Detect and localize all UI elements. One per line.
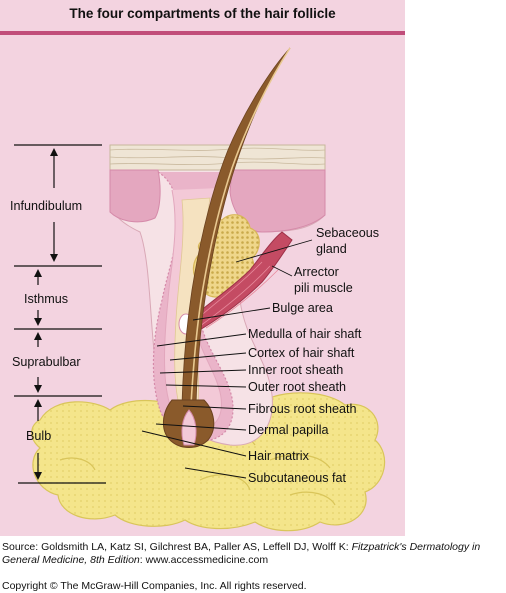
- label-cortex: Cortex of hair shaft: [248, 346, 355, 360]
- compartment-arrowheads: [34, 148, 58, 480]
- label-dermal-papilla: Dermal papilla: [248, 423, 329, 437]
- label-subcutaneous-fat: Subcutaneous fat: [248, 471, 347, 485]
- label-bulge-area: Bulge area: [272, 301, 333, 315]
- source-citation: Source: Goldsmith LA, Katz SI, Gilchrest…: [2, 541, 502, 567]
- label-sebaceous-2: gland: [316, 242, 347, 256]
- source-url: : www.accessmedicine.com: [139, 554, 269, 566]
- figure-title: The four compartments of the hair follic…: [69, 6, 336, 21]
- hair-shaft: [163, 47, 291, 448]
- label-isthmus: Isthmus: [24, 292, 69, 306]
- label-fibrous-root-sheath: Fibrous root sheath: [248, 402, 357, 416]
- label-suprabulbar: Suprabulbar: [12, 355, 81, 369]
- copyright: Copyright © The McGraw-Hill Companies, I…: [2, 580, 307, 592]
- source-prefix: Source: Goldsmith LA, Katz SI, Gilchrest…: [2, 541, 352, 553]
- title-rule: [0, 31, 405, 35]
- label-outer-root-sheath: Outer root sheath: [248, 380, 347, 394]
- label-bulb: Bulb: [26, 429, 52, 443]
- label-infundibulum: Infundibulum: [10, 199, 83, 213]
- label-inner-root-sheath: Inner root sheath: [248, 363, 344, 377]
- subcutaneous-fat: [31, 392, 386, 532]
- label-arrector-2: pili muscle: [294, 281, 353, 295]
- label-arrector-1: Arrector: [294, 265, 339, 279]
- label-sebaceous-1: Sebaceous: [316, 226, 380, 240]
- source-title: Fitzpatrick's Dermatology in General Med…: [2, 541, 481, 566]
- label-medulla: Medulla of hair shaft: [248, 327, 362, 341]
- leader-lines: [141, 239, 313, 479]
- label-hair-matrix: Hair matrix: [248, 449, 309, 463]
